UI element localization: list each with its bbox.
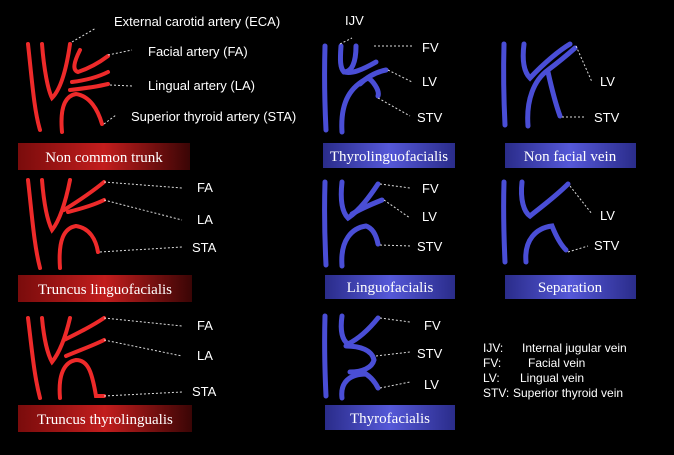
fa-label: FA xyxy=(197,318,213,333)
lv-label: LV xyxy=(600,74,615,89)
vein-panel-non-facial-vein: LV STV Non facial vein xyxy=(501,41,636,168)
legend-text: Internal jugular vein xyxy=(522,341,627,355)
legend-abbr: LV: xyxy=(483,371,500,385)
banner-thyrofacialis: Thyrofacialis xyxy=(350,411,430,427)
artery-panel-truncus-thyrolingualis: FA LA STA Truncus thyrolingualis xyxy=(18,316,217,432)
fv-label: FV xyxy=(424,318,441,333)
sta-label: Superior thyroid artery (STA) xyxy=(131,109,296,124)
stv-label: STV xyxy=(417,239,443,254)
vein-panel-linguofacialis: FV LV STV Linguofacialis xyxy=(322,179,455,299)
banner-separation: Separation xyxy=(538,280,603,296)
la-label: Lingual artery (LA) xyxy=(148,78,255,93)
lv-label: LV xyxy=(422,74,437,89)
banner-truncus-linguofacialis: Truncus linguofacialis xyxy=(38,282,172,298)
banner-linguofacialis: Linguofacialis xyxy=(347,280,434,296)
legend-text: Superior thyroid vein xyxy=(513,386,623,400)
lv-label: LV xyxy=(422,209,437,224)
artery-panel-truncus-linguofacialis: FA LA STA Truncus linguofacialis xyxy=(18,178,217,302)
vein-panel-thyrofacialis: FV STV LV Thyrofacialis xyxy=(322,313,455,430)
fa-label: Facial artery (FA) xyxy=(148,44,248,59)
stv-label: STV xyxy=(417,110,443,125)
eca-label: External carotid artery (ECA) xyxy=(114,14,280,29)
vein-panel-thyrolinguofacialis: IJV FV LV STV Thyrolinguofacialis xyxy=(322,13,455,168)
legend-text: Lingual vein xyxy=(520,371,584,385)
legend-abbr: IJV: xyxy=(483,341,503,355)
banner-truncus-thyrolingualis: Truncus thyrolingualis xyxy=(37,412,173,428)
legend-abbr: FV: xyxy=(483,356,501,370)
stv-label: STV xyxy=(417,346,443,361)
fv-label: FV xyxy=(422,40,439,55)
stv-label: STV xyxy=(594,110,620,125)
la-label: LA xyxy=(197,348,213,363)
stv-label: STV xyxy=(594,238,620,253)
fv-label: FV xyxy=(422,181,439,196)
vein-panel-separation: LV STV Separation xyxy=(501,179,636,299)
ijv-label: IJV xyxy=(345,13,364,28)
banner-non-facial-vein: Non facial vein xyxy=(524,149,617,165)
lv-label: LV xyxy=(600,208,615,223)
fa-label: FA xyxy=(197,180,213,195)
la-label: LA xyxy=(197,212,213,227)
banner-thyrolinguofacialis: Thyrolinguofacialis xyxy=(330,149,448,165)
banner-non-common-trunk: Non common trunk xyxy=(45,150,163,166)
lv-label: LV xyxy=(424,377,439,392)
artery-panel-non-common-trunk: External carotid artery (ECA) Facial art… xyxy=(18,14,296,170)
legend-abbr: STV: xyxy=(483,386,509,400)
sta-label: STA xyxy=(192,384,217,399)
sta-label: STA xyxy=(192,240,217,255)
legend: IJV: Internal jugular vein FV: Facial ve… xyxy=(483,341,627,400)
legend-text: Facial vein xyxy=(528,356,585,370)
